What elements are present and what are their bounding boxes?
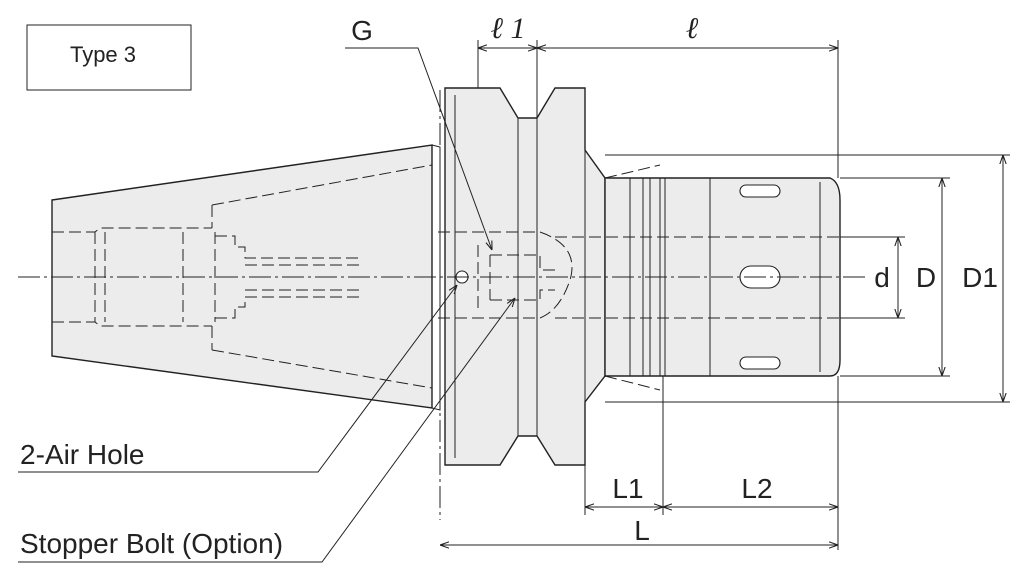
- D-label: D: [916, 262, 936, 293]
- bottom-dimensions: L1 L2 L: [440, 376, 839, 550]
- D1-label: D1: [962, 262, 998, 293]
- d-label: d: [874, 262, 890, 293]
- stopper-bolt-label: Stopper Bolt (Option): [20, 528, 283, 559]
- L2-label: L2: [741, 473, 772, 504]
- top-dimensions: ℓ 1 ℓ: [477, 12, 839, 178]
- g-callout: G: [345, 15, 492, 250]
- G-label: G: [351, 15, 373, 46]
- type-label: Type 3: [70, 42, 136, 67]
- L1-label: L1: [612, 473, 643, 504]
- L-label: L: [634, 515, 650, 546]
- type-box: Type 3: [26, 24, 192, 91]
- air-hole-label: 2-Air Hole: [20, 439, 144, 470]
- diameter-dimensions: d D D1: [605, 154, 1010, 403]
- l-label: ℓ: [686, 12, 699, 45]
- stopper-bolt-callout: Stopper Bolt (Option): [18, 298, 515, 563]
- air-hole-callout: 2-Air Hole: [18, 285, 457, 473]
- l1-label: ℓ 1: [491, 12, 526, 45]
